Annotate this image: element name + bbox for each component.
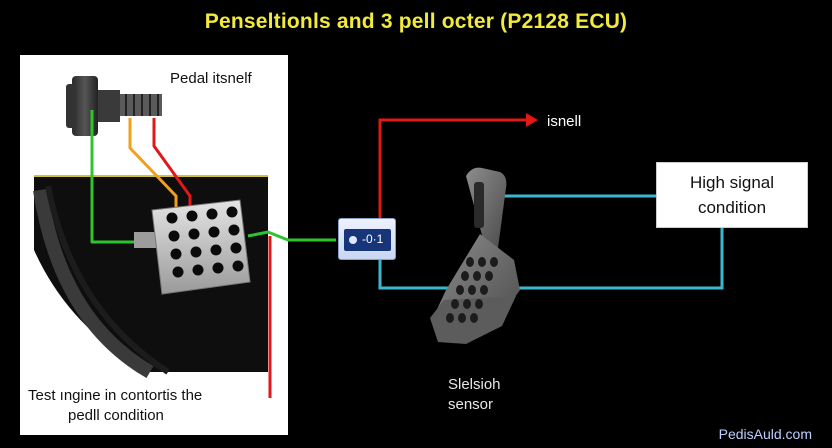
connector-icon [66, 76, 162, 136]
watermark: PedisAuld.com [718, 426, 812, 442]
green-wire-to-ecu [247, 230, 336, 242]
plate-hole [226, 206, 238, 218]
plate-hole [230, 242, 242, 254]
left-caption: Test ıngine in contortis the pedll condi… [28, 386, 278, 426]
sensor-line1: Slelsioh [448, 376, 501, 393]
high-signal-box: High signal condition [656, 162, 808, 228]
plate-hole [188, 228, 200, 240]
plate-hole [232, 260, 244, 272]
sensor-label: Slelsioh sensor [448, 375, 501, 415]
left-caption-line2: pedll condition [68, 407, 164, 424]
plate-hole [228, 224, 240, 236]
plate-hole [212, 262, 224, 274]
plate-hole [210, 244, 222, 256]
pedal-itself-label: Pedal itsnelf [170, 70, 252, 87]
pedal-hole [463, 299, 471, 309]
ecu-reading: -0·1 [362, 232, 384, 246]
diagram-title: Penseltionls and 3 pell octer (P2128 ECU… [204, 10, 628, 33]
pedal-hole [456, 285, 464, 295]
pedal-hole [480, 285, 488, 295]
pedal-hole [468, 285, 476, 295]
sensor-line2: sensor [448, 396, 494, 413]
high-signal-line1: High signal [689, 173, 775, 192]
pedal-hole [473, 271, 481, 281]
pedal-hole [446, 313, 454, 323]
plate-hole [208, 226, 220, 238]
ecu-display: -0·1 [344, 229, 391, 251]
plate-hole [166, 212, 178, 224]
plate-hole [170, 248, 182, 260]
pedal-hole [470, 313, 478, 323]
pedal-hole [458, 313, 466, 323]
plate-hole [192, 264, 204, 276]
arrow-right-icon [526, 113, 538, 127]
pedal-hole [461, 271, 469, 281]
pedal-hole [466, 257, 474, 267]
plate-hole [168, 230, 180, 242]
left-wires [90, 110, 192, 244]
plate-hole [172, 266, 184, 278]
plate-hole [206, 208, 218, 220]
pedal-hole [475, 299, 483, 309]
red-wire-up [378, 118, 526, 220]
pedal-hole [451, 299, 459, 309]
high-signal-line2: condition [697, 198, 767, 217]
pedal-hole [490, 257, 498, 267]
left-caption-line1: Test ıngine in contortis the [28, 387, 203, 404]
plate-hole [190, 246, 202, 258]
perforated-sensor-plate [134, 199, 251, 295]
plate-hole [186, 210, 198, 222]
isnell-label: isnell [547, 113, 582, 130]
ecu-indicator-dot [349, 236, 357, 244]
pedal-hole [485, 271, 493, 281]
cyan-loop-wire [378, 228, 724, 290]
ecu-module-icon: -0·1 [338, 218, 396, 260]
pedal-sensor-icon [430, 167, 520, 344]
pedal-hole [478, 257, 486, 267]
